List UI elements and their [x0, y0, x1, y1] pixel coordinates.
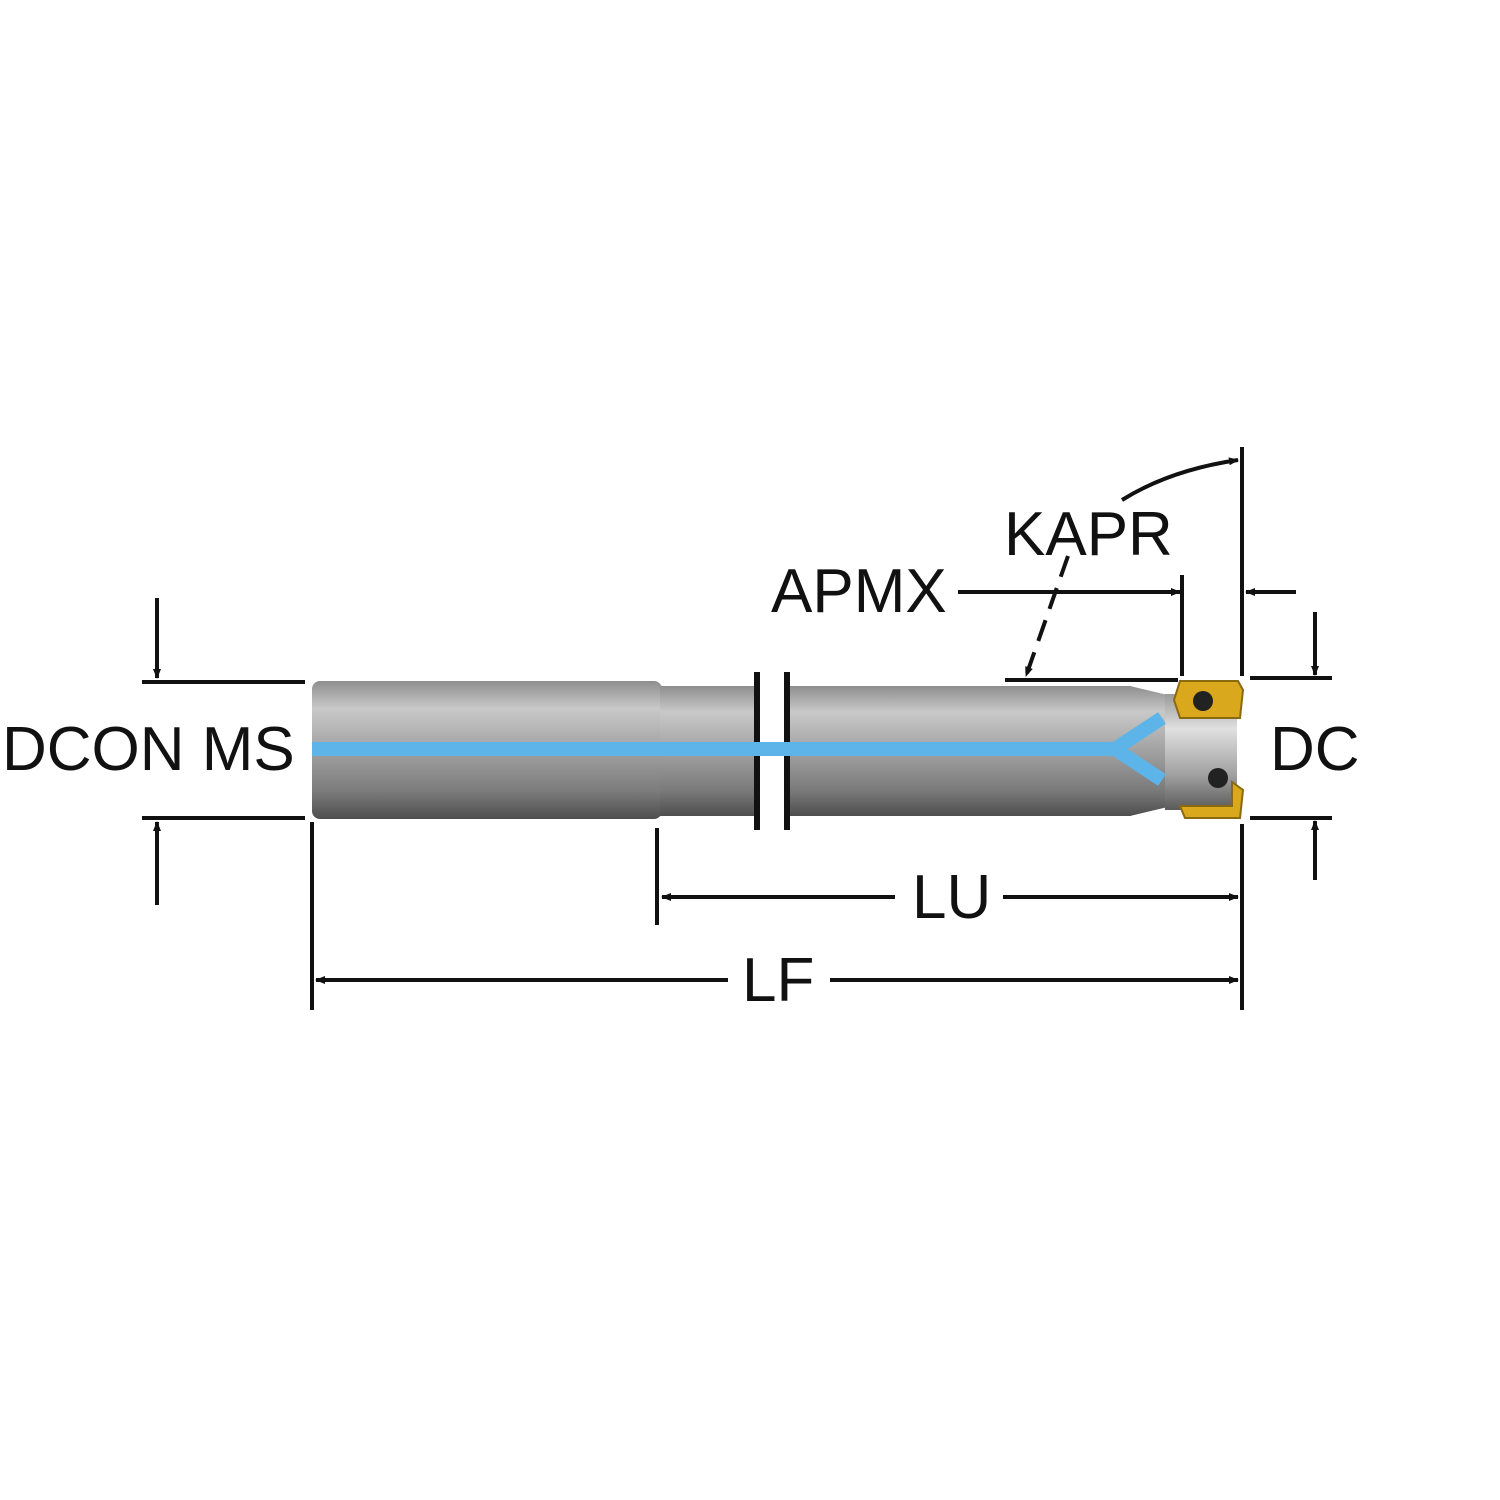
label-kapr: KAPR [1004, 500, 1173, 569]
insert-bottom [1178, 780, 1245, 819]
coolant-channel [312, 712, 1166, 786]
label-dc: DC [1270, 715, 1360, 784]
label-dcon-ms: DCON MS [2, 715, 295, 784]
label-apmx: APMX [771, 557, 947, 626]
insert-screw-top [1193, 691, 1213, 711]
tool-body [312, 670, 1245, 835]
insert-screw-bottom [1208, 768, 1228, 788]
label-lf: LF [742, 946, 814, 1015]
label-lu: LU [912, 863, 991, 932]
dimension-lines [142, 447, 1332, 1010]
